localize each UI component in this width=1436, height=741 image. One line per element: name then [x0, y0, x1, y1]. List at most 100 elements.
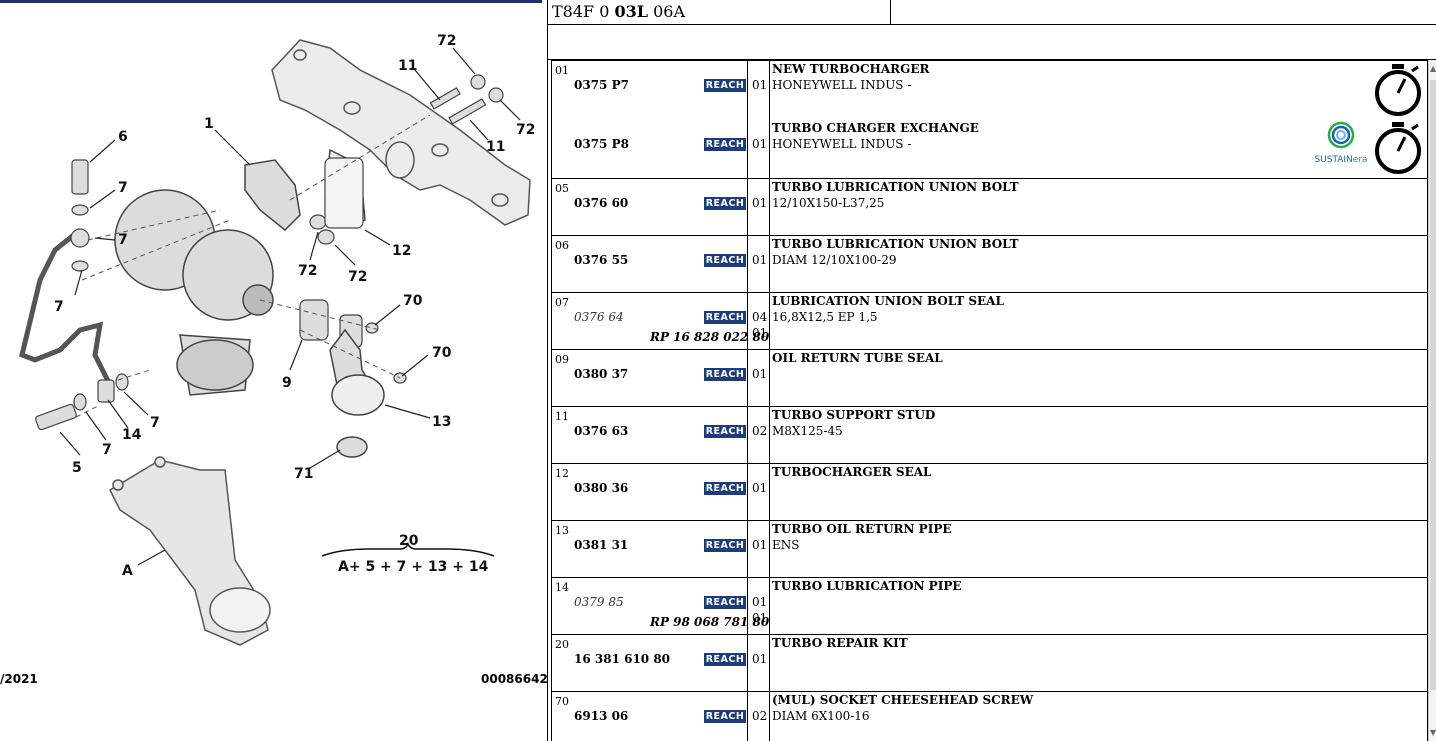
code-part2: 06A: [648, 2, 685, 21]
table-row[interactable]: 05 0376 60 REACH 01 TURBO LUBRICATION UN…: [551, 179, 1428, 236]
quantity: 01: [752, 652, 768, 666]
part-description: 12/10X150-L37,25: [772, 196, 885, 210]
kit-brace: [321, 541, 495, 557]
stopwatch-icon[interactable]: [1372, 63, 1424, 117]
part-number[interactable]: 0379 85: [574, 595, 624, 609]
table-row[interactable]: 14 0379 85 REACH 01 RP 98 068 781 80 01 …: [551, 578, 1428, 635]
part-number[interactable]: 0376 60: [574, 196, 629, 210]
part-number[interactable]: 0376 63: [574, 424, 629, 438]
part-number[interactable]: 16 381 610 80: [574, 652, 671, 666]
reach-badge: REACH: [704, 368, 746, 381]
part-title: TURBO SUPPORT STUD: [772, 408, 936, 422]
callout-72: 72: [348, 269, 367, 285]
header-separator: [890, 0, 891, 24]
turbo-exploded-diagram: 72 11 72 11 1 6 7 7 12 72 72 70 70 9 13 …: [19, 33, 535, 646]
part-title: TURBO OIL RETURN PIPE: [772, 522, 952, 536]
oil-return-pipe-drawing: [329, 328, 385, 458]
part-title: TURBO LUBRICATION UNION BOLT: [772, 237, 1019, 251]
column-divider: [769, 692, 770, 741]
table-row[interactable]: 09 0380 37 REACH 01 OIL RETURN TUBE SEAL: [551, 350, 1428, 407]
stopwatch-icon[interactable]: [1372, 121, 1424, 175]
reach-badge: REACH: [704, 197, 746, 210]
callout-11: 11: [486, 139, 505, 155]
table-row[interactable]: 13 0381 31 REACH 01 TURBO OIL RETURN PIP…: [551, 521, 1428, 578]
parts-list-panel: T84F 0 03L 06A 01 0375 P7 REACH 01 NEW T…: [547, 0, 1436, 741]
column-divider: [769, 179, 770, 235]
quantity: 04: [752, 310, 768, 324]
quantity: 01: [752, 196, 768, 210]
reach-badge: REACH: [704, 138, 746, 151]
quantity: 01: [752, 367, 768, 381]
diagram-date: /2021: [0, 672, 38, 686]
sustainera-rings-icon: [1327, 121, 1355, 149]
vertical-scrollbar[interactable]: ▲ ▼: [1428, 60, 1436, 741]
part-description: M8X125-45: [772, 424, 843, 438]
part-number[interactable]: 0375 P8: [574, 137, 629, 151]
part-number[interactable]: 0376 55: [574, 253, 629, 267]
column-divider: [769, 464, 770, 520]
catalog-header: T84F 0 03L 06A: [548, 0, 1436, 25]
column-divider: [769, 578, 770, 634]
part-number[interactable]: 0376 64: [574, 310, 624, 324]
reach-badge: REACH: [704, 425, 746, 438]
table-row[interactable]: 70 6913 06 REACH 02 (MUL) SOCKET CHEESEH…: [551, 692, 1428, 741]
part-number[interactable]: 0375 P7: [574, 78, 629, 92]
scroll-up-arrow-icon[interactable]: ▲: [1430, 64, 1436, 73]
callout-7: 7: [118, 232, 128, 248]
reach-badge: REACH: [704, 653, 746, 666]
header-spacer: [548, 25, 1436, 60]
callout-A: A: [122, 563, 133, 579]
column-divider: [747, 236, 748, 292]
leader-lines: [59, 47, 521, 566]
column-divider: [747, 692, 748, 741]
column-divider: [769, 521, 770, 577]
part-number[interactable]: 6913 06: [574, 709, 629, 723]
callout-5: 5: [72, 460, 82, 476]
row-index: 06: [555, 239, 569, 252]
callout-72: 72: [516, 122, 535, 138]
replacement-part-number[interactable]: RP 16 828 022 80: [650, 330, 770, 344]
scroll-down-arrow-icon[interactable]: ▼: [1430, 728, 1436, 737]
row-index: 12: [555, 467, 569, 480]
row-index: 09: [555, 353, 569, 366]
quantity: 02: [752, 709, 768, 723]
column-divider: [747, 61, 748, 178]
quantity: 01: [752, 253, 768, 267]
column-divider: [769, 635, 770, 691]
part-title: (MUL) SOCKET CHEESEHEAD SCREW: [772, 693, 1034, 707]
code-part1: T84F 0: [552, 2, 615, 21]
table-row[interactable]: 20 16 381 610 80 REACH 01 TURBO REPAIR K…: [551, 635, 1428, 692]
quantity: 01: [752, 326, 768, 340]
reach-badge: REACH: [704, 710, 746, 723]
column-divider: [769, 293, 770, 349]
quantity: 01: [752, 538, 768, 552]
callout-14: 14: [122, 427, 142, 443]
column-divider: [747, 350, 748, 406]
studs-drawing: [429, 74, 504, 125]
replacement-part-number[interactable]: RP 98 068 781 80: [650, 615, 770, 629]
callout-71: 71: [294, 466, 313, 482]
table-row[interactable]: 12 0380 36 REACH 01 TURBOCHARGER SEAL: [551, 464, 1428, 521]
table-row[interactable]: 06 0376 55 REACH 01 TURBO LUBRICATION UN…: [551, 236, 1428, 293]
scrollbar-thumb[interactable]: [1430, 80, 1436, 690]
column-divider: [747, 464, 748, 520]
table-row[interactable]: 01 0375 P7 REACH 01 NEW TURBOCHARGER HON…: [551, 60, 1428, 179]
exploded-diagram-panel: 72 11 72 11 1 6 7 7 12 72 72 70 70 9 13 …: [0, 0, 547, 741]
callout-13: 13: [432, 414, 451, 430]
part-number[interactable]: 0380 36: [574, 481, 629, 495]
callout-72: 72: [437, 33, 456, 49]
top-accent-bar: [0, 0, 542, 3]
sustainera-text-a: SUSTAIN: [1314, 155, 1353, 165]
small-parts-drawing: [35, 157, 407, 431]
table-row[interactable]: 11 0376 63 REACH 02 TURBO SUPPORT STUD M…: [551, 407, 1428, 464]
callout-9: 9: [282, 375, 292, 391]
column-divider: [747, 407, 748, 463]
column-divider: [747, 635, 748, 691]
part-number[interactable]: 0380 37: [574, 367, 629, 381]
table-row[interactable]: 07 0376 64 REACH 04 RP 16 828 022 80 01 …: [551, 293, 1428, 350]
part-number[interactable]: 0381 31: [574, 538, 629, 552]
quantity: 01: [752, 481, 768, 495]
part-description: DIAM 6X100-16: [772, 709, 870, 723]
column-divider: [769, 407, 770, 463]
part-title: NEW TURBOCHARGER: [772, 62, 930, 76]
